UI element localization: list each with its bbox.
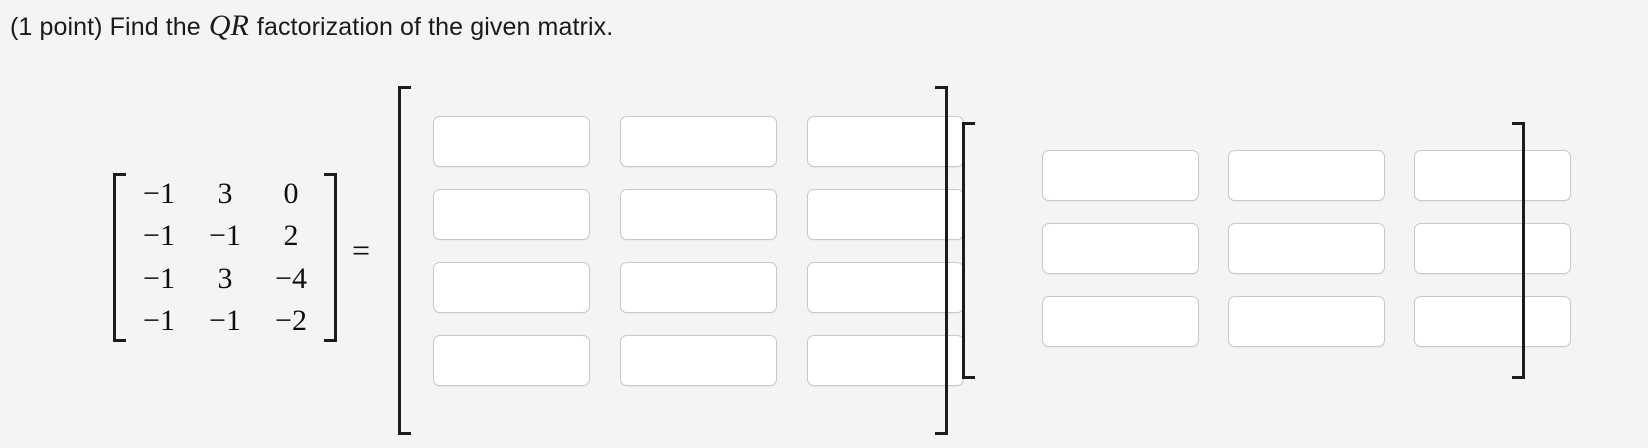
instruction-text-after: factorization of the given matrix. — [249, 13, 614, 41]
r-matrix-left-bracket — [962, 122, 975, 379]
matrix-cell: −1 — [143, 177, 175, 211]
matrix-cell: 2 — [283, 219, 299, 253]
q-input-r3c1[interactable] — [433, 262, 590, 313]
given-matrix: −1 3 0 −1 −1 2 −1 3 −4 −1 −1 −2 — [113, 173, 337, 342]
matrix-cell: −1 — [209, 303, 241, 337]
q-input-r2c1[interactable] — [433, 189, 590, 240]
given-matrix-right-bracket — [324, 173, 337, 342]
r-input-r1c1[interactable] — [1042, 150, 1199, 201]
instruction-text-before: Find the — [102, 13, 208, 41]
r-input-r2c1[interactable] — [1042, 223, 1199, 274]
matrix-cell: −2 — [275, 303, 307, 337]
r-input-r1c3[interactable] — [1414, 150, 1571, 201]
r-input-r1c2[interactable] — [1228, 150, 1385, 201]
q-input-r2c2[interactable] — [620, 189, 777, 240]
given-matrix-left-bracket — [113, 173, 126, 342]
given-matrix-table: −1 3 0 −1 −1 2 −1 3 −4 −1 −1 −2 — [126, 173, 324, 342]
matrix-cell: 3 — [217, 177, 233, 211]
table-row: −1 −1 2 — [126, 215, 324, 257]
q-input-r3c3[interactable] — [807, 262, 964, 313]
q-matrix-left-bracket — [398, 86, 411, 435]
q-input-r1c3[interactable] — [807, 116, 964, 167]
qr-math-symbol: QR — [208, 9, 249, 42]
r-input-r2c3[interactable] — [1414, 223, 1571, 274]
r-matrix-inputs — [1042, 150, 1571, 347]
matrix-cell: 0 — [283, 177, 299, 211]
r-input-r3c2[interactable] — [1228, 296, 1385, 347]
q-input-r3c2[interactable] — [620, 262, 777, 313]
q-input-r4c1[interactable] — [433, 335, 590, 386]
r-input-r2c2[interactable] — [1228, 223, 1385, 274]
q-input-r1c2[interactable] — [620, 116, 777, 167]
q-input-r2c3[interactable] — [807, 189, 964, 240]
matrix-cell: 3 — [217, 261, 233, 295]
r-input-r3c3[interactable] — [1414, 296, 1571, 347]
problem-statement: (1 point) Find the QR factorization of t… — [10, 9, 613, 44]
matrix-cell: −4 — [275, 261, 307, 295]
q-input-r4c2[interactable] — [620, 335, 777, 386]
q-matrix-right-bracket — [935, 86, 948, 435]
r-matrix-right-bracket — [1512, 122, 1525, 379]
matrix-cell: −1 — [209, 219, 241, 253]
q-input-r4c3[interactable] — [807, 335, 964, 386]
points-label: (1 point) — [10, 13, 103, 41]
table-row: −1 3 −4 — [126, 258, 324, 300]
matrix-cell: −1 — [143, 261, 175, 295]
q-input-r1c1[interactable] — [433, 116, 590, 167]
matrix-cell: −1 — [143, 303, 175, 337]
matrix-cell: −1 — [143, 219, 175, 253]
q-matrix-inputs — [433, 116, 964, 386]
table-row: −1 −1 −2 — [126, 300, 324, 342]
equals-sign: = — [352, 232, 371, 268]
table-row: −1 3 0 — [126, 173, 324, 215]
r-input-r3c1[interactable] — [1042, 296, 1199, 347]
